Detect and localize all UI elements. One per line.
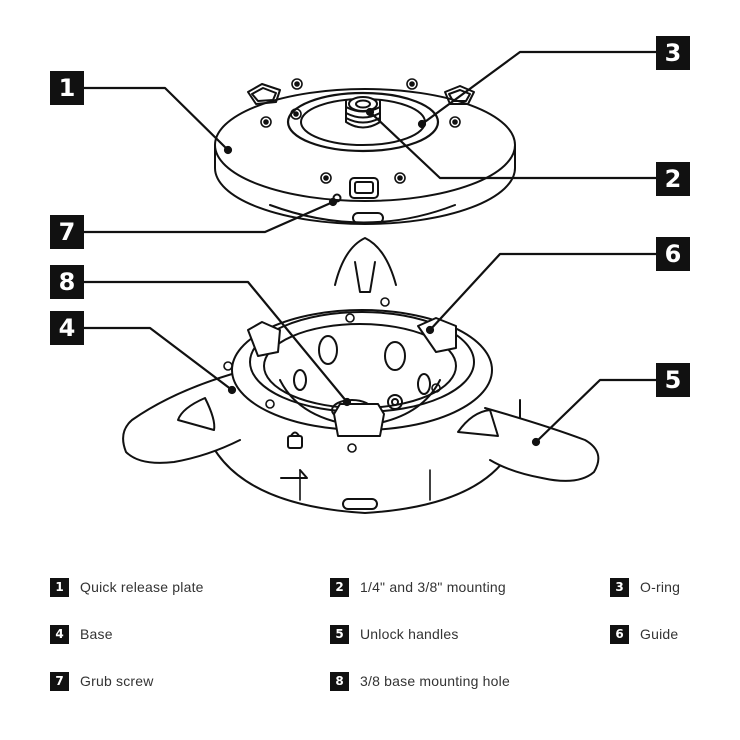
legend-number: 7: [50, 671, 69, 691]
legend-number: 2: [330, 577, 349, 597]
callout-8: 8: [50, 265, 84, 299]
legend-number: 1: [50, 577, 69, 597]
leader-tip-8: [342, 397, 352, 407]
leader-tip-4: [227, 385, 237, 395]
callout-5: 5: [656, 363, 690, 397]
legend-number: 8: [330, 671, 349, 691]
leader-tip-3: [417, 119, 427, 129]
legend-label: 3/8 base mounting hole: [360, 673, 510, 689]
leader-lines: [82, 50, 664, 447]
legend-item-8: 8 3/8 base mounting hole: [330, 670, 510, 692]
callout-7: 7: [50, 215, 84, 249]
legend-item-1: 1 Quick release plate: [50, 576, 204, 598]
leader-tip-6: [425, 325, 435, 335]
legend-number: 3: [610, 577, 629, 597]
legend-label: Grub screw: [80, 673, 154, 689]
callout-3: 3: [656, 36, 690, 70]
legend-item-6: 6 Guide: [610, 623, 678, 645]
legend-label: Guide: [640, 626, 679, 642]
callout-2: 2: [656, 162, 690, 196]
leader-tip-5: [531, 437, 541, 447]
legend-number: 6: [610, 624, 629, 644]
legend-label: Base: [80, 626, 113, 642]
legend-label: Quick release plate: [80, 579, 204, 595]
legend-number: 4: [50, 624, 69, 644]
callout-1: 1: [50, 71, 84, 105]
leader-tip-2: [365, 107, 375, 117]
legend-item-7: 7 Grub screw: [50, 670, 154, 692]
leader-tip-7: [328, 197, 338, 207]
callout-4: 4: [50, 311, 84, 345]
legend-item-2: 2 1/4" and 3/8" mounting: [330, 576, 506, 598]
exploded-diagram: 1 2 3 4 5 6 7 8: [50, 36, 690, 514]
leader-tip-1: [223, 145, 233, 155]
diagram-drawing: [82, 50, 664, 514]
legend-item-4: 4 Base: [50, 623, 113, 645]
base-drawing: [122, 237, 600, 514]
legend-item-5: 5 Unlock handles: [330, 623, 459, 645]
quick-release-plate-drawing: [214, 78, 516, 225]
legend-label: 1/4" and 3/8" mounting: [360, 579, 506, 595]
callout-6: 6: [656, 237, 690, 271]
legend-label: Unlock handles: [360, 626, 459, 642]
legend-item-3: 3 O-ring: [610, 576, 680, 598]
legend-label: O-ring: [640, 579, 681, 595]
legend-number: 5: [330, 624, 349, 644]
